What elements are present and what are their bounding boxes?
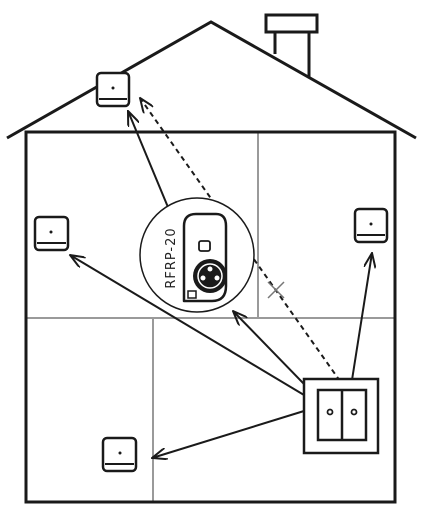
receiver-right-room-icon xyxy=(353,207,389,244)
repeater-label: RFRP-20 xyxy=(164,227,179,288)
house-roof xyxy=(6,20,417,140)
chimney xyxy=(264,13,319,78)
receiver-roof-icon xyxy=(95,71,131,108)
blocked-cross-icon xyxy=(267,281,285,299)
receiver-left-room-icon xyxy=(33,215,70,252)
receiver-bottom-left-icon xyxy=(101,436,138,473)
signal-switch-to-right-receiver xyxy=(351,253,372,381)
repeater-group: RFRP-20 xyxy=(139,197,255,313)
signal-switch-to-left-receiver xyxy=(70,255,305,396)
repeater-plug-icon xyxy=(182,212,228,303)
signal-switch-to-repeater xyxy=(233,311,305,385)
double-switch-icon xyxy=(302,377,380,455)
signal-switch-to-bottom-left xyxy=(152,410,305,458)
room-walls xyxy=(26,132,395,502)
house-outline xyxy=(24,130,397,504)
signal-repeater-to-roof-receiver xyxy=(128,111,171,213)
